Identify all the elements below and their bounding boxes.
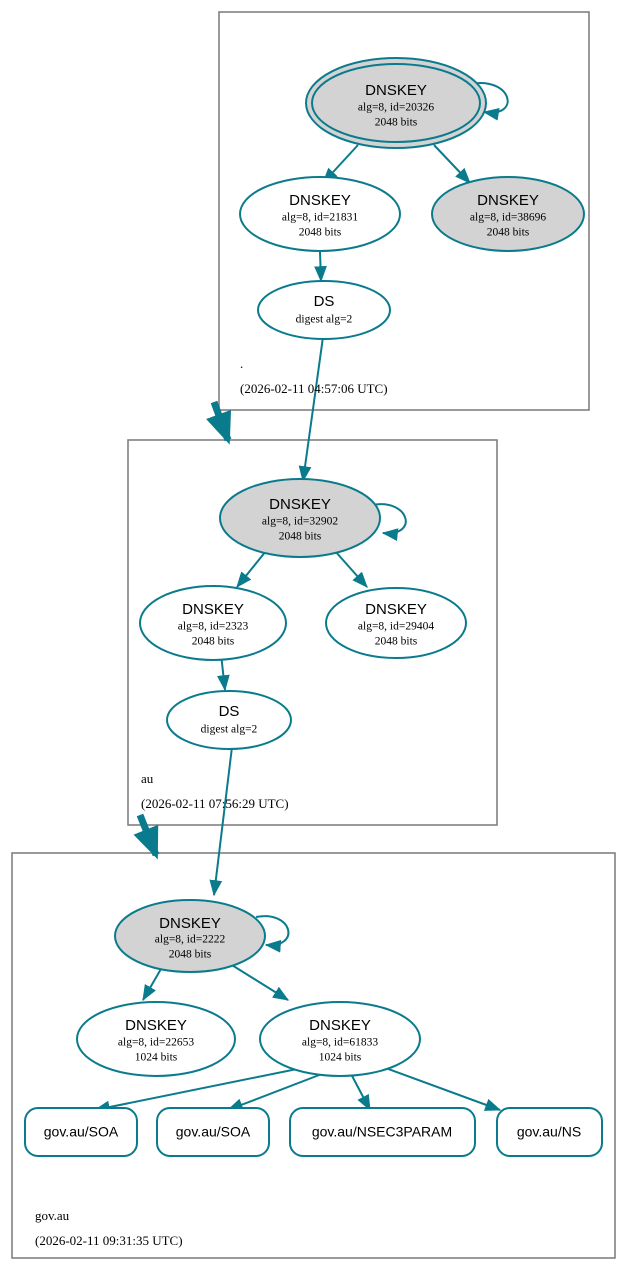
node-ds-au[interactable]: DS digest alg=2 (166, 690, 292, 750)
zone-timestamp-govau: (2026-02-11 09:31:35 UTC) (35, 1233, 183, 1248)
node-outline (76, 1001, 236, 1077)
node-line3: 1024 bits (135, 1052, 178, 1064)
edge-govau-zsk-61833-to-soa-2 (226, 1071, 328, 1111)
edge-au-ds-to-govau-ksk (209, 746, 233, 897)
edge-root-ksk-to-zsk-38696 (433, 144, 471, 184)
edge-root-ds-to-au-ksk (298, 336, 324, 483)
rrset-box (24, 1107, 138, 1157)
node-line2: alg=8, id=2323 (178, 621, 249, 633)
rrset-gov-au-ns[interactable]: gov.au/NS (496, 1107, 603, 1157)
node-outline (139, 585, 287, 661)
delegation-link-root-to-au (206, 400, 232, 445)
node-line2: alg=8, id=21831 (282, 212, 358, 224)
node-line3: 1024 bits (319, 1052, 362, 1064)
node-title: DNSKEY (309, 1017, 371, 1034)
node-line2: alg=8, id=22653 (118, 1037, 194, 1049)
node-outline (166, 690, 292, 750)
node-title: DNSKEY (365, 82, 427, 99)
node-outline (259, 1001, 421, 1077)
node-line2: alg=8, id=32902 (262, 516, 338, 528)
node-outline (431, 176, 585, 252)
node-ds-root[interactable]: DS digest alg=2 (257, 280, 391, 340)
node-line2: alg=8, id=20326 (358, 102, 434, 114)
node-dnskey-govau-zsk-61833[interactable]: DNSKEY alg=8, id=61833 1024 bits (259, 1001, 421, 1077)
node-line2: digest alg=2 (201, 724, 258, 736)
self-signature-loop-govau-ksk (255, 915, 290, 953)
self-signature-loop-au-ksk (371, 503, 407, 541)
rrset-label: gov.au/SOA (44, 1124, 119, 1140)
node-dnskey-govau-ksk[interactable]: DNSKEY alg=8, id=2222 2048 bits (114, 899, 266, 973)
node-dnskey-au-zsk-29404[interactable]: DNSKEY alg=8, id=29404 2048 bits (325, 587, 467, 659)
node-line3: 2048 bits (192, 636, 235, 648)
node-dnskey-root-zsk-21831[interactable]: DNSKEY alg=8, id=21831 2048 bits (239, 176, 401, 252)
self-signature-loop-root-ksk (469, 81, 509, 121)
edge-root-zsk-to-ds (314, 251, 327, 283)
node-line3: 2048 bits (487, 227, 530, 239)
node-title: DNSKEY (477, 192, 539, 209)
node-title: DNSKEY (269, 496, 331, 513)
node-line2: alg=8, id=61833 (302, 1037, 378, 1049)
edge-govau-ksk-to-zsk-61833 (226, 961, 290, 1001)
zone-label-govau: gov.au (35, 1208, 70, 1223)
node-line3: 2048 bits (299, 227, 342, 239)
delegation-link-au-to-govau (133, 813, 160, 860)
rrset-box (496, 1107, 603, 1157)
node-title: DNSKEY (289, 192, 351, 209)
rrset-gov-au-soa-1[interactable]: gov.au/SOA (24, 1107, 138, 1157)
edge-au-ksk-to-zsk-29404 (334, 550, 368, 588)
node-line3: 2048 bits (375, 117, 418, 129)
edge-govau-zsk-61833-to-ns (379, 1065, 502, 1111)
node-dnskey-au-zsk-2323[interactable]: DNSKEY alg=8, id=2323 2048 bits (139, 585, 287, 661)
node-line2: alg=8, id=2222 (155, 934, 226, 946)
rrset-label: gov.au/SOA (176, 1124, 251, 1140)
node-title: DS (219, 703, 240, 720)
node-line2: alg=8, id=38696 (470, 212, 546, 224)
node-title: DNSKEY (365, 601, 427, 618)
node-outline (219, 478, 381, 558)
node-outline (114, 899, 266, 973)
edge-govau-zsk-61833-to-nsec3param (349, 1071, 371, 1112)
node-title: DNSKEY (159, 915, 221, 932)
edge-au-ksk-to-zsk-2323 (236, 550, 267, 588)
node-title: DNSKEY (125, 1017, 187, 1034)
node-outline (257, 280, 391, 340)
zone-timestamp-root: (2026-02-11 04:57:06 UTC) (240, 381, 388, 396)
node-inner-ring (311, 63, 481, 143)
rrset-gov-au-soa-2[interactable]: gov.au/SOA (156, 1107, 270, 1157)
zone-label-root: . (240, 356, 243, 371)
node-line3: 2048 bits (375, 636, 418, 648)
rrset-gov-au-nsec3param[interactable]: gov.au/NSEC3PARAM (289, 1107, 476, 1157)
rrset-box (156, 1107, 270, 1157)
node-line3: 2048 bits (169, 949, 212, 961)
node-title: DNSKEY (182, 601, 244, 618)
node-outline (325, 587, 467, 659)
zone-label-au: au (141, 771, 154, 786)
zone-timestamp-au: (2026-02-11 07:56:29 UTC) (141, 796, 289, 811)
node-title: DS (314, 293, 335, 310)
node-dnskey-root-zsk-38696[interactable]: DNSKEY alg=8, id=38696 2048 bits (431, 176, 585, 252)
node-dnskey-au-ksk[interactable]: DNSKEY alg=8, id=32902 2048 bits (219, 478, 381, 558)
node-line2: alg=8, id=29404 (358, 621, 434, 633)
rrset-box (289, 1107, 476, 1157)
node-outline (239, 176, 401, 252)
node-line2: digest alg=2 (296, 314, 353, 326)
node-dnskey-govau-zsk-22653[interactable]: DNSKEY alg=8, id=22653 1024 bits (76, 1001, 236, 1077)
node-dnskey-root-ksk[interactable]: DNSKEY alg=8, id=20326 2048 bits (305, 57, 487, 149)
rrset-label: gov.au/NS (517, 1124, 581, 1140)
node-line3: 2048 bits (279, 531, 322, 543)
rrset-label: gov.au/NSEC3PARAM (312, 1124, 452, 1140)
edge-govau-zsk-61833-to-soa-1 (93, 1067, 303, 1114)
